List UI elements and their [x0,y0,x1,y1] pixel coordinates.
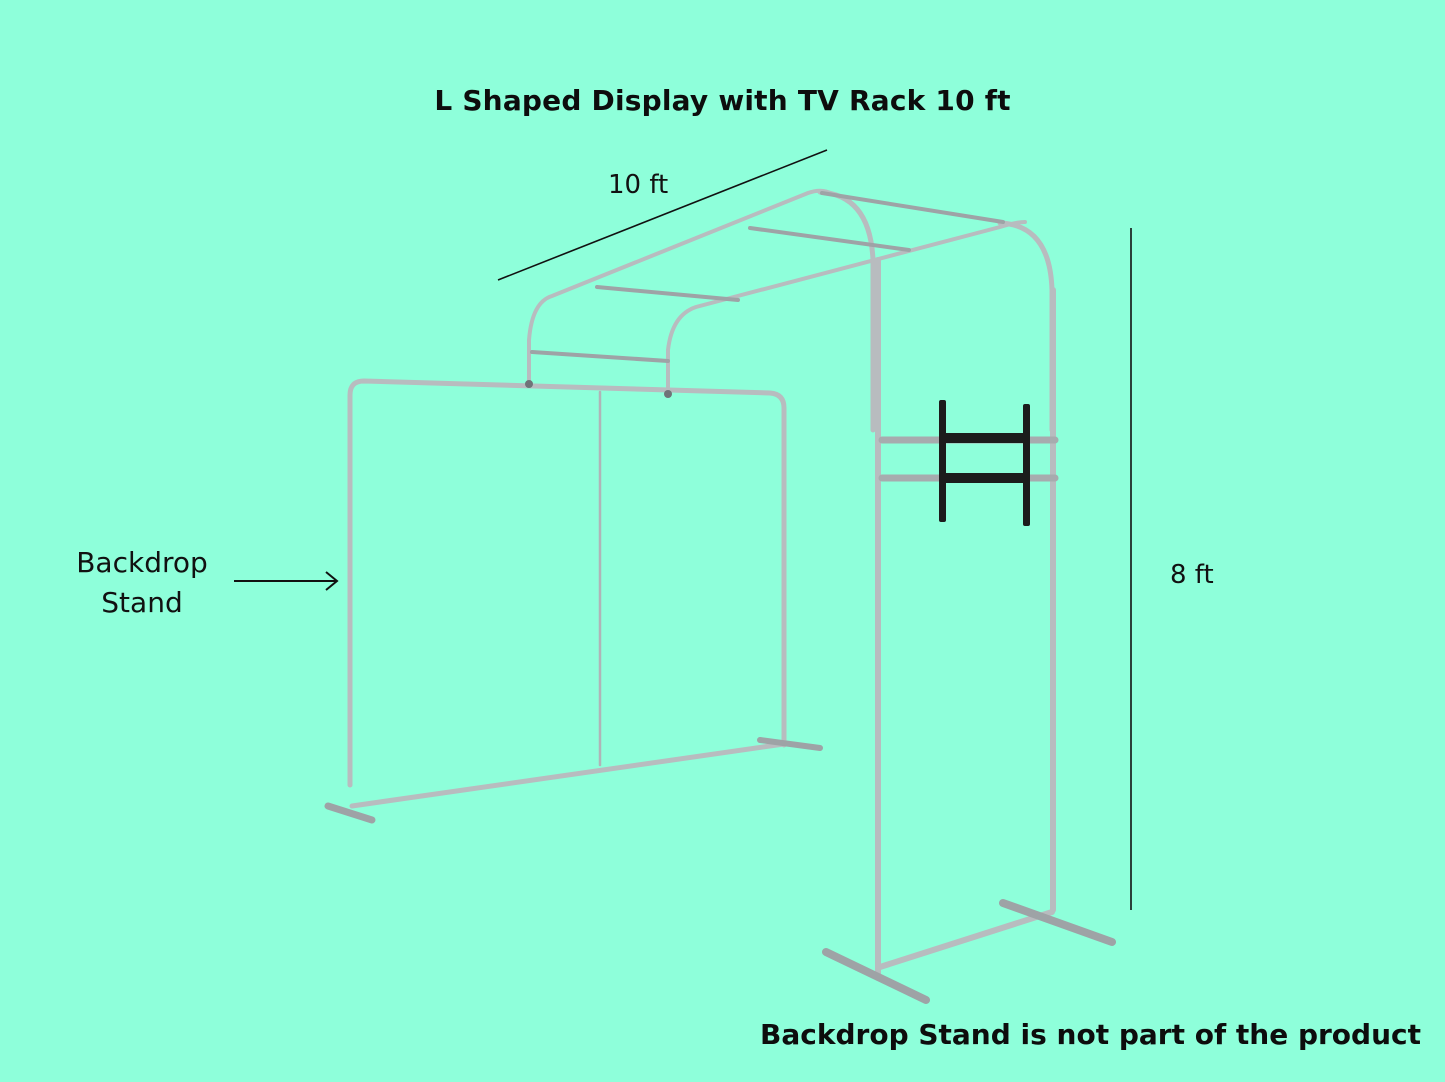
disclaimer-note: Backdrop Stand is not part of the produc… [760,1018,1421,1051]
width-dimension-line [497,149,828,281]
backdrop-stand-frame [324,378,823,824]
page-title: L Shaped Display with TV Rack 10 ft [434,84,1011,117]
width-dimension-label: 10 ft [608,170,669,200]
tv-mount-bracket [939,400,1030,526]
backdrop-label-line1: Backdrop [76,546,208,579]
arrow-right-icon [234,571,339,591]
height-dimension-label: 8 ft [1170,560,1214,590]
backdrop-label-line2: Stand [101,586,183,619]
canopy-roof-frame [525,188,1055,433]
backdrop-stand-label: Backdrop Stand [52,543,232,623]
tv-rack-frame [822,257,1116,1004]
